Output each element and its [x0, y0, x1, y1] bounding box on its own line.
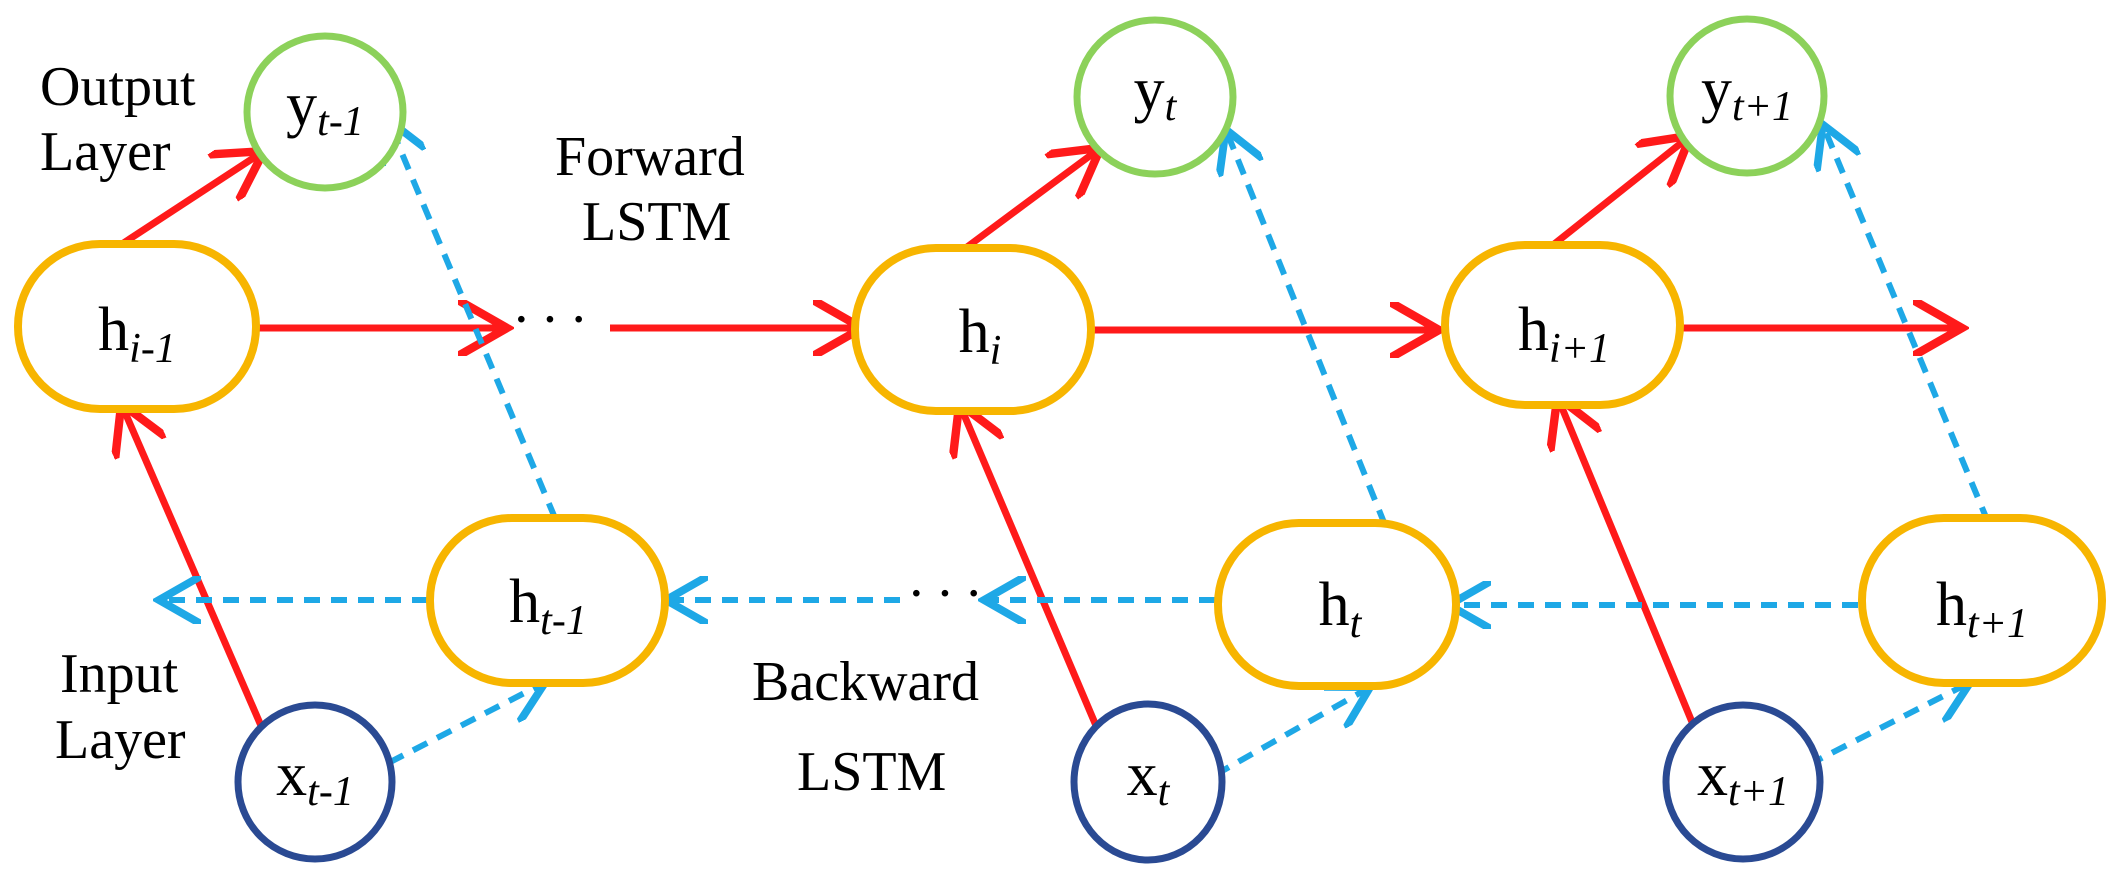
backward-lstm-label-line1: Backward: [752, 651, 979, 713]
output-node-1: yt-1: [243, 32, 407, 192]
input-node-3: xt+1: [1662, 701, 1824, 863]
svg-text:xt-1: xt-1: [276, 741, 354, 815]
edge-hb1-y1: [390, 125, 558, 520]
svg-text:yt+1: yt+1: [1701, 56, 1793, 130]
svg-text:xt+1: xt+1: [1697, 741, 1789, 815]
svg-text:hi+1: hi+1: [1518, 296, 1610, 372]
forward-lstm-label-line2: LSTM: [582, 191, 731, 253]
edge-h1-y1: [120, 155, 258, 247]
output-node-3: yt+1: [1666, 15, 1828, 177]
backward-lstm-label-line2: LSTM: [797, 741, 946, 803]
forward-hidden-node-3: hi+1: [1441, 241, 1684, 409]
edge-x3-hb3: [1806, 685, 1965, 768]
svg-text:yt-1: yt-1: [286, 71, 364, 145]
svg-text:hi: hi: [959, 298, 1002, 374]
edge-h3-y3: [1550, 140, 1685, 248]
svg-text:ht-1: ht-1: [509, 568, 587, 644]
output-layer-label-line2: Layer: [40, 121, 171, 183]
backward-hidden-node-2: ht: [1214, 519, 1460, 690]
backward-ellipsis: ···: [907, 563, 993, 625]
svg-text:xt: xt: [1127, 741, 1171, 815]
output-node-2: yt: [1073, 16, 1237, 178]
edge-x1-hb1: [363, 685, 540, 778]
input-layer-label-line1: Input: [60, 643, 179, 705]
input-layer-label-line2: Layer: [55, 709, 186, 771]
edge-hb3-y3: [1825, 130, 1991, 524]
edge-x1-h1: [124, 410, 266, 730]
forward-ellipsis: ···: [512, 289, 598, 351]
forward-hidden-node-1: hi-1: [14, 240, 260, 413]
backward-hidden-node-3: ht+1: [1858, 514, 2106, 687]
edge-x3-h3: [1560, 403, 1696, 724]
svg-text:hi-1: hi-1: [98, 296, 176, 372]
forward-hidden-node-2: hi: [851, 244, 1095, 415]
backward-hidden-node-1: ht-1: [426, 514, 669, 687]
svg-text:ht+1: ht+1: [1936, 571, 2028, 647]
output-layer-label-line1: Output: [40, 56, 196, 118]
svg-text:ht: ht: [1319, 571, 1363, 647]
input-node-2: xt: [1070, 700, 1226, 864]
svg-text:yt: yt: [1134, 56, 1178, 130]
edge-x2-hb2: [1213, 690, 1365, 778]
input-node-1: xt-1: [234, 701, 396, 863]
edge-h2-y2: [960, 152, 1095, 253]
edge-x2-h2: [962, 410, 1101, 730]
forward-lstm-label-line1: Forward: [555, 126, 745, 188]
